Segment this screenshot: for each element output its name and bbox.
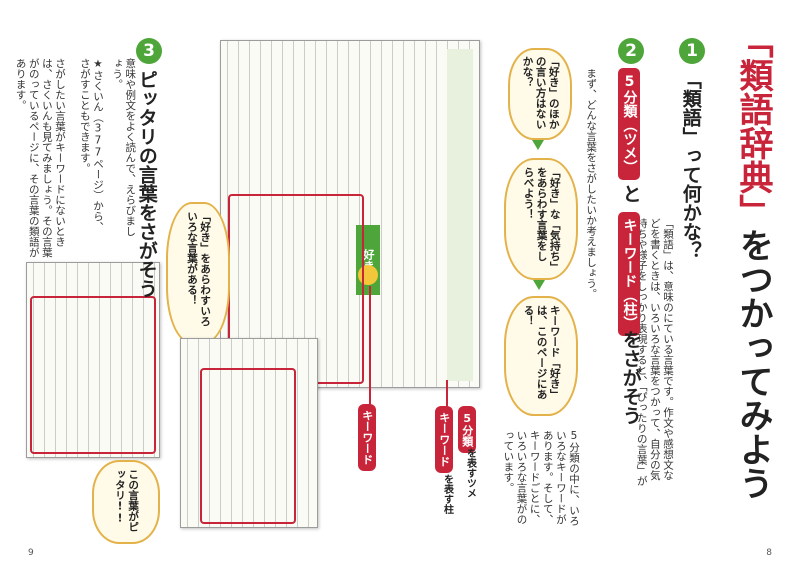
hashira-connector-line xyxy=(446,380,448,406)
bunrui-tab-column xyxy=(447,49,473,381)
page-number-right: 8 xyxy=(766,548,772,558)
callout-keyword: キーワード xyxy=(358,404,376,471)
section-2-body: 5分類の中に、いろいろなキーワードがあります。そして、キーワードごとに、いろいろ… xyxy=(502,430,580,526)
section-3-body-3: さがしたい言葉がキーワードにないときは、さくいんも見てみましょう。その言葉がのっ… xyxy=(14,58,66,258)
page-number-left: 9 xyxy=(28,548,34,558)
small-page-highlight-frame xyxy=(200,368,296,524)
bubble-question: 「好き」のほかの言い方はないかな？ xyxy=(508,48,572,140)
title-main: 「類語辞典」 xyxy=(733,24,773,228)
section-3-number: 3 xyxy=(136,38,162,64)
section-3-body-2: ★さくいん（377ページ）から、さがすこともできます。 xyxy=(78,58,104,232)
bubble-search: 「好き」な「気持ち」をあらわす言葉をしらべよう！ xyxy=(504,158,578,280)
bubble-found: キーワード「好き」は、このページにある！ xyxy=(504,296,578,416)
section-3-heading: ピッタリの言葉をさがそう xyxy=(135,70,158,298)
bubble-many-words: 「好き」をあらわすいろいろな言葉がある！ xyxy=(166,202,230,344)
tsume-caption: を表すツメ xyxy=(464,448,476,498)
dictionary-text-columns xyxy=(27,263,159,457)
section-2-tag-bunrui: 5分類（ツメ） xyxy=(618,68,640,180)
keyword-connector-line xyxy=(369,286,371,404)
left-page-highlight-frame xyxy=(30,296,156,454)
bubble-found-text: キーワード「好き」は、このページにある！ xyxy=(522,305,561,400)
callout-keyword-hashira: キーワード xyxy=(435,406,453,473)
section-2-number: 2 xyxy=(618,38,644,64)
section-1-number: 1 xyxy=(679,38,705,64)
callout-bunrui: 5分類 xyxy=(458,406,476,453)
bubble-perfect: この言葉がピッタリ!! xyxy=(92,460,160,544)
bubble-perfect-text: この言葉がピッタリ!! xyxy=(114,469,140,532)
title-rest: をつかってみよう xyxy=(733,228,773,500)
section-2-heading-end: をさがそう xyxy=(619,330,642,425)
hashira-caption: を表す柱 xyxy=(441,474,453,514)
dictionary-page-left-image xyxy=(26,262,160,458)
bubble-search-text: 「好き」な「気持ち」をあらわす言葉をしらべよう！ xyxy=(522,167,561,267)
bubble-many-words-text: 「好き」をあらわすいろいろな言葉がある！ xyxy=(186,211,212,327)
section-1-heading: 「類語」って何かな？ xyxy=(679,70,702,260)
section-3-body-1: 意味や例文をよく読んで、えらびましょう。 xyxy=(111,58,137,237)
arrow-down-icon xyxy=(532,140,544,150)
arrow-down-icon xyxy=(533,280,545,290)
page-title: 「類語辞典」をつかってみよう xyxy=(732,24,775,500)
section-2-intro: まず、どんな言葉をさがしたいか考えましょう。 xyxy=(585,68,598,299)
dictionary-text-columns xyxy=(221,41,479,387)
bubble-question-text: 「好き」のほかの言い方はないかな？ xyxy=(521,56,560,130)
section-2-to: と xyxy=(619,184,642,203)
section-2-tag-keyword: キーワード（柱） xyxy=(618,212,640,336)
